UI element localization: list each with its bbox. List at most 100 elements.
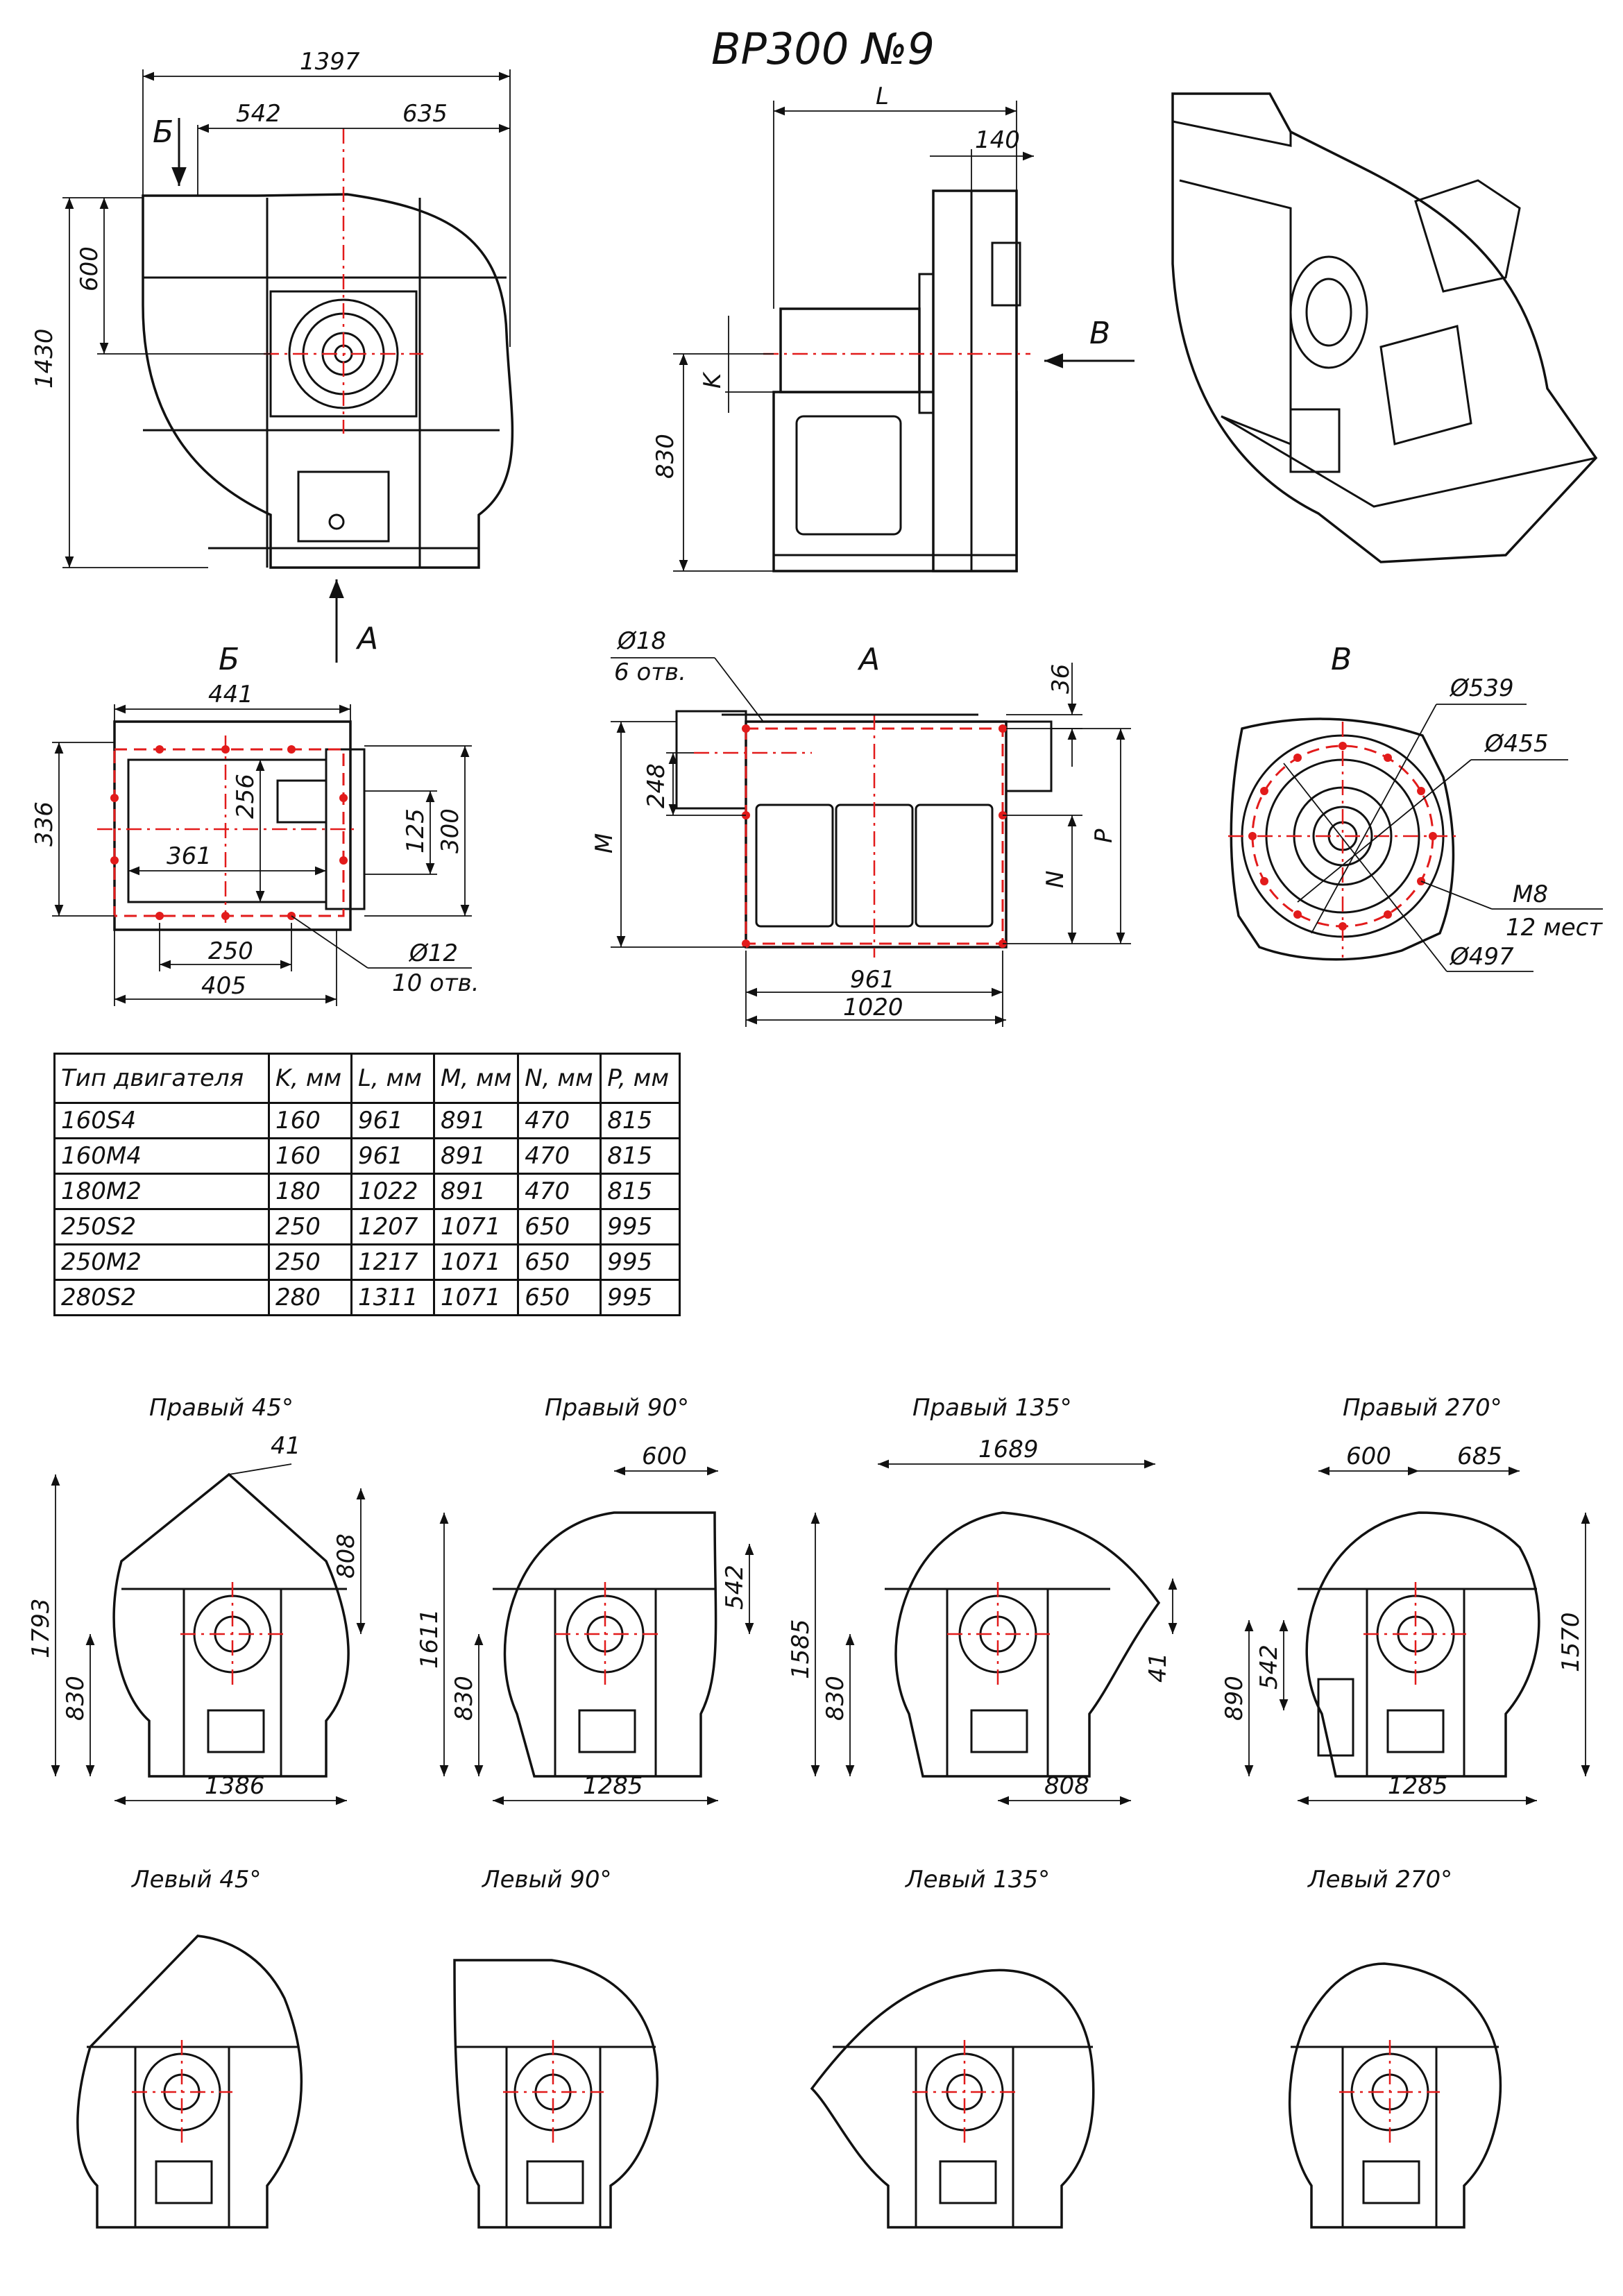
view-v: В Ø539 Ø455 Ø497 M8 12 мест: [1228, 642, 1603, 972]
dim-k: K: [699, 371, 726, 389]
b-holes-size: Ø12: [408, 939, 458, 967]
dim-r90-height: 1611: [416, 1608, 443, 1669]
dim-a-top: 36: [1047, 664, 1075, 694]
dim-r270-axis: 890: [1221, 1676, 1248, 1721]
label-left-90: Левый 90°: [481, 1866, 612, 1894]
dim-a-n: N: [1042, 871, 1069, 888]
dim-b-bolt-span: 250: [208, 937, 253, 965]
table-cell: 650: [517, 1208, 602, 1245]
orientation-right-270: Правый 270° 600 685 1570 890 542 1285: [1221, 1394, 1590, 1805]
table-cell: 250M2: [53, 1243, 270, 1281]
dim-r270-inner: 542: [1255, 1644, 1283, 1690]
dim-a-left: 248: [643, 763, 670, 808]
table-cell: 180: [268, 1173, 352, 1210]
dim-r90-upper: 542: [721, 1565, 749, 1610]
table-cell: 250S2: [53, 1208, 270, 1245]
dim-r135-axis: 830: [822, 1676, 849, 1721]
dim-b-inner-height: 256: [232, 774, 260, 819]
table-cell: 250: [268, 1208, 352, 1245]
label-right-45: Правый 45°: [149, 1394, 294, 1422]
view-v-label: В: [1331, 642, 1352, 677]
label-right-135: Правый 135°: [912, 1394, 1072, 1422]
table-cell: 961: [350, 1137, 435, 1175]
orientation-right-90: Правый 90° 600 542 1611 830 1285: [416, 1394, 754, 1805]
dim-v-d3: Ø497: [1449, 943, 1514, 971]
table-cell: 280S2: [53, 1279, 270, 1316]
dim-r45-axis: 830: [62, 1676, 90, 1721]
table-cell: 1217: [350, 1243, 435, 1281]
dim-b-outer-height: 336: [31, 801, 58, 847]
dim-flange-depth: 140: [975, 126, 1020, 154]
front-view: 1397 542 635 1430 600 Б А: [31, 48, 514, 663]
dim-v-d1: Ø539: [1449, 674, 1514, 702]
label-left-45: Левый 45°: [130, 1866, 262, 1894]
arrow-a-label: А: [355, 621, 378, 656]
dim-r270-height: 1570: [1557, 1612, 1585, 1672]
orientation-left-45: Левый 45°: [76, 1866, 303, 2229]
dim-b-side-total: 300: [436, 808, 464, 853]
orientation-left-270: Левый 270°: [1288, 1866, 1502, 2229]
table-cell: 1071: [432, 1243, 520, 1281]
dim-r45-width: 1386: [205, 1772, 265, 1800]
dim-overall-width: 1397: [300, 48, 360, 76]
table-header-cell: N, мм: [517, 1053, 602, 1104]
dim-right-width: 635: [402, 100, 448, 128]
dim-r135-offset: 41: [1144, 1653, 1172, 1683]
table-cell: 995: [600, 1243, 681, 1281]
table-header-cell: Тип двигателя: [53, 1053, 270, 1104]
table-cell: 815: [600, 1137, 681, 1175]
v-bolts-count: 12 мест: [1506, 914, 1603, 942]
dim-a-p: P: [1090, 828, 1118, 843]
label-right-90: Правый 90°: [545, 1394, 689, 1422]
dim-b-base-width: 405: [201, 972, 246, 1000]
table-cell: 180M2: [53, 1173, 270, 1210]
b-holes-count: 10 отв.: [392, 969, 479, 997]
table-cell: 1022: [350, 1173, 435, 1210]
table-cell: 1071: [432, 1208, 520, 1245]
side-view: L 140 K 830 В: [652, 83, 1135, 572]
view-a: А Ø18 6 отв. 36 248 M: [590, 627, 1131, 1027]
table-cell: 650: [517, 1243, 602, 1281]
table-cell: 250: [268, 1243, 352, 1281]
dim-left-width: 542: [236, 100, 281, 128]
dim-r135-offset-h: 808: [1044, 1772, 1089, 1800]
label-right-270: Правый 270°: [1343, 1394, 1502, 1422]
table-header-cell: K, мм: [268, 1053, 352, 1104]
orientation-right-45: Правый 45° 41 1793 808 830 1386: [27, 1394, 366, 1805]
table-header-cell: L, мм: [350, 1053, 435, 1104]
table-cell: 1071: [432, 1279, 520, 1316]
table-cell: 891: [432, 1102, 520, 1139]
dim-r45-offset: 41: [271, 1432, 300, 1460]
view-a-label: А: [857, 642, 880, 677]
table-header-cell: M, мм: [432, 1053, 520, 1104]
dim-r270-width: 1285: [1388, 1772, 1448, 1800]
table-cell: 995: [600, 1208, 681, 1245]
table-cell: 1207: [350, 1208, 435, 1245]
isometric-view: [1171, 92, 1598, 563]
dim-r45-upper: 808: [332, 1533, 360, 1579]
table-cell: 470: [517, 1173, 602, 1210]
table-cell: 160: [268, 1137, 352, 1175]
a-holes-size: Ø18: [616, 627, 666, 655]
table-cell: 995: [600, 1279, 681, 1316]
dim-a-inner-width: 961: [850, 966, 895, 994]
table-cell: 160: [268, 1102, 352, 1139]
view-b: Б 441 336 256 361 125: [31, 642, 479, 1006]
dim-length: L: [876, 83, 889, 110]
dim-b-outer-width: 441: [208, 681, 253, 708]
table-cell: 280: [268, 1279, 352, 1316]
table-cell: 815: [600, 1102, 681, 1139]
arrow-v-label: В: [1089, 316, 1110, 351]
dim-r90-top: 600: [642, 1443, 687, 1470]
table-cell: 160S4: [53, 1102, 270, 1139]
label-left-270: Левый 270°: [1307, 1866, 1452, 1894]
dim-r45-height: 1793: [27, 1598, 55, 1658]
